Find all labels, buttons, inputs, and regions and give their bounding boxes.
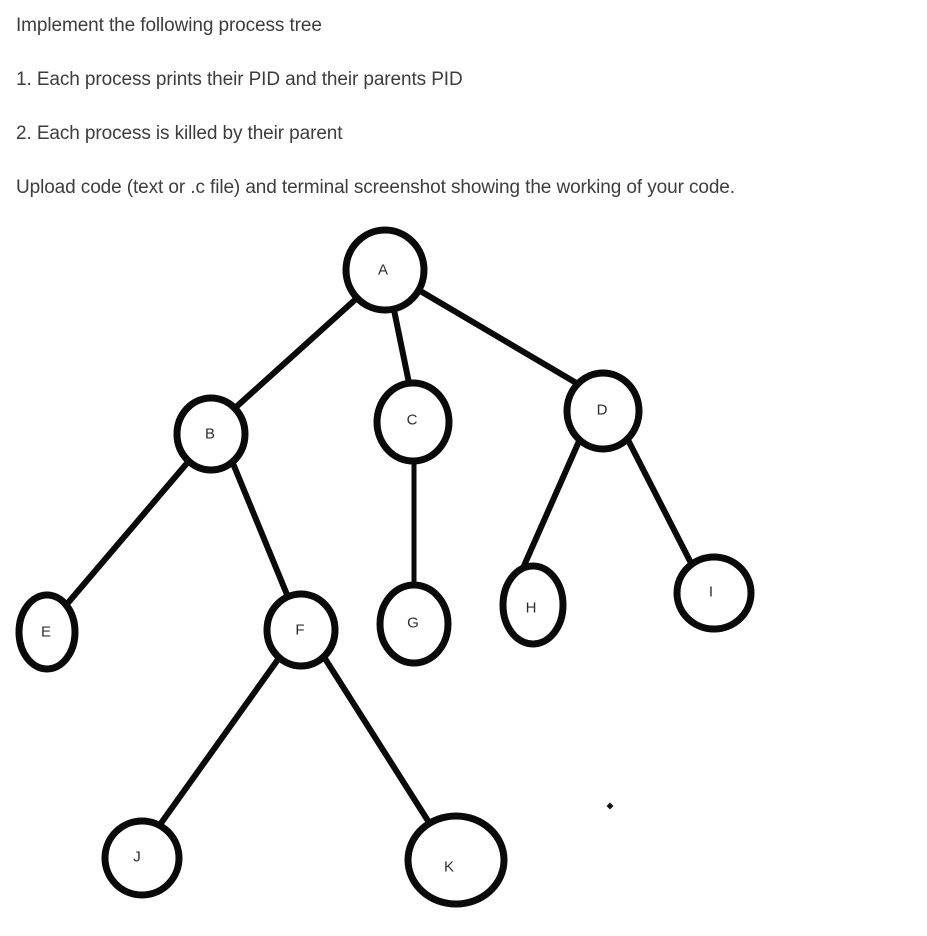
tree-node-a[interactable]: A: [342, 226, 428, 314]
tree-nodes: A B C D E F G H I J K: [15, 226, 755, 908]
node-circle-e: [15, 591, 79, 673]
node-label-g: G: [407, 615, 419, 632]
instruction-line-1: Implement the following process tree: [16, 15, 322, 36]
tree-edge-a-c: [391, 307, 412, 386]
node-label-k: K: [444, 859, 454, 876]
node-circle-c: [373, 379, 453, 465]
instruction-line-3: 2. Each process is killed by their paren…: [16, 123, 343, 144]
tree-edge-f-j: [156, 655, 282, 829]
node-circle-j: [101, 817, 183, 899]
node-circle-g: [376, 581, 452, 667]
tree-node-b[interactable]: B: [173, 394, 249, 474]
node-label-j: J: [133, 849, 141, 866]
node-label-c: C: [407, 412, 418, 429]
node-label-d: D: [597, 402, 608, 419]
tree-edge-f-k: [321, 654, 433, 827]
tree-edge-a-d: [419, 289, 581, 387]
tree-node-h[interactable]: H: [499, 562, 567, 648]
tree-edge-a-b: [232, 295, 360, 411]
node-circle-i: [673, 553, 755, 633]
tree-edges: [64, 289, 695, 829]
tree-node-d[interactable]: D: [563, 369, 643, 453]
instruction-line-4: Upload code (text or .c file) and termin…: [16, 177, 735, 198]
tree-node-i[interactable]: I: [673, 553, 755, 633]
tree-node-f[interactable]: F: [263, 590, 339, 670]
node-label-e: E: [41, 624, 51, 641]
node-circle-a: [342, 226, 428, 314]
node-label-h: H: [526, 600, 537, 617]
instruction-line-2: 1. Each process prints their PID and the…: [16, 69, 463, 90]
node-label-f: F: [295, 622, 304, 639]
tree-edge-b-e: [64, 459, 191, 607]
tree-node-k[interactable]: K: [404, 812, 508, 908]
instructions-block: Implement the following process tree 1. …: [0, 0, 927, 197]
node-circle-b: [173, 394, 249, 474]
diamond-marker-icon[interactable]: [606, 802, 614, 810]
node-circle-f: [263, 590, 339, 670]
node-circle-h: [499, 562, 567, 648]
node-label-b: B: [205, 426, 215, 443]
tree-edge-d-i: [624, 435, 695, 568]
tree-node-c[interactable]: C: [373, 379, 453, 465]
node-label-i: I: [709, 584, 713, 601]
node-circle-k: [404, 812, 508, 908]
tree-edge-b-f: [229, 458, 291, 600]
node-circle-d: [563, 369, 643, 453]
resize-marker: [606, 802, 614, 810]
tree-node-j[interactable]: J: [101, 817, 183, 899]
tree-node-g[interactable]: G: [376, 581, 452, 667]
tree-node-e[interactable]: E: [15, 591, 79, 673]
node-label-a: A: [378, 262, 388, 279]
tree-edge-d-h: [520, 436, 583, 571]
